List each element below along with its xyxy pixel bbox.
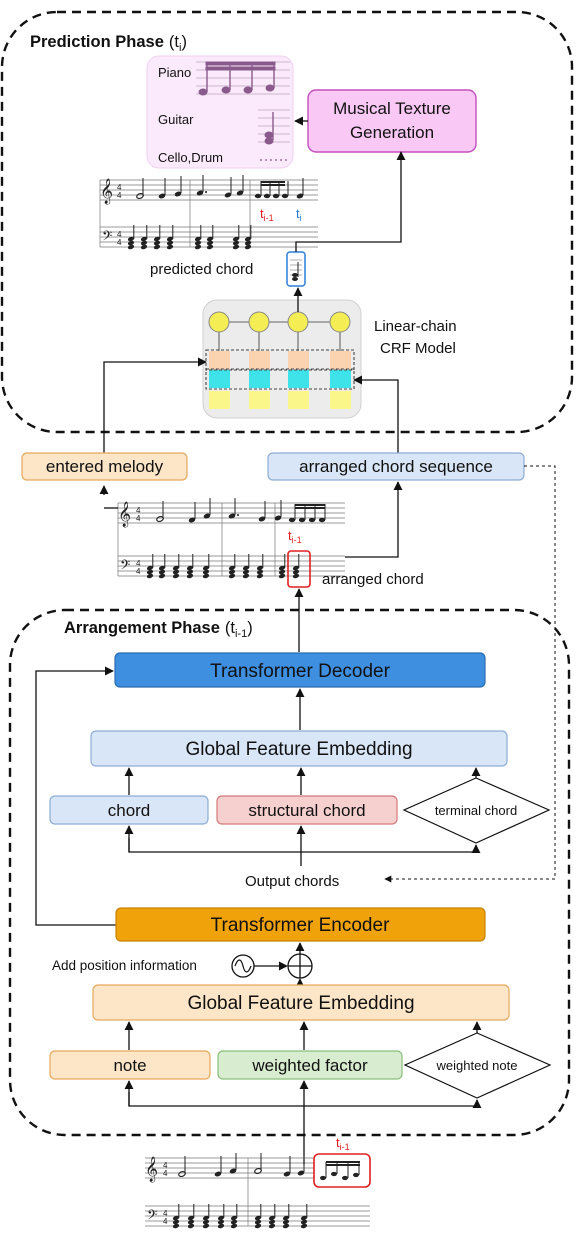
bottom-score-highlight bbox=[313, 1153, 371, 1188]
top-score-label-prev: ti-1 bbox=[260, 206, 274, 223]
structural-chord-box: structural chord bbox=[216, 795, 398, 825]
decoder-gfe-label: Global Feature Embedding bbox=[185, 739, 412, 760]
crf-label-line1: Linear-chain bbox=[374, 318, 457, 335]
chord-box: chord bbox=[49, 795, 209, 825]
guitar-staff bbox=[258, 109, 290, 143]
texture-panel: Piano Guitar Cello,Drum bbox=[146, 55, 294, 169]
transformer-decoder-box: Transformer Decoder bbox=[114, 652, 486, 688]
weighted-note-diamond: weighted note bbox=[403, 1032, 552, 1099]
instrument-label-cello-drum: Cello,Drum bbox=[158, 150, 223, 165]
plus-circle-icon bbox=[287, 953, 313, 979]
arranged-chord-sequence-label: arranged chord sequence bbox=[299, 457, 493, 476]
transformer-encoder-label: Transformer Encoder bbox=[211, 915, 390, 936]
sine-wave-icon bbox=[231, 954, 255, 978]
svg-text:4: 4 bbox=[117, 191, 122, 200]
arrangement-phase-title: Arrangement Phase(ti-1) bbox=[64, 619, 253, 640]
svg-text:4: 4 bbox=[117, 230, 122, 239]
predicted-chord-label: predicted chord bbox=[150, 261, 253, 278]
svg-text:𝄞: 𝄞 bbox=[100, 178, 113, 204]
bottom-score-label: ti-1 bbox=[336, 1135, 350, 1152]
arrow-chord-to-texture bbox=[295, 151, 406, 252]
entered-melody-label: entered melody bbox=[46, 457, 164, 476]
encoder-global-feature-embedding-box: Global Feature Embedding bbox=[92, 984, 510, 1021]
transformer-encoder-box: Transformer Encoder bbox=[115, 907, 486, 942]
svg-text:𝄞: 𝄞 bbox=[145, 1156, 158, 1182]
svg-text:4: 4 bbox=[163, 1217, 168, 1226]
transformer-decoder-label: Transformer Decoder bbox=[210, 661, 391, 682]
svg-text:4: 4 bbox=[163, 1161, 168, 1170]
arrow-melody-to-crf bbox=[103, 357, 207, 453]
predicted-chord-box bbox=[286, 251, 306, 287]
encoder-gfe-label: Global Feature Embedding bbox=[187, 993, 414, 1014]
weighted-factor-label: weighted factor bbox=[251, 1056, 368, 1075]
weighted-note-label: weighted note bbox=[436, 1058, 518, 1073]
bottom-score: 𝄞 44 𝄢 44 ti-1 bbox=[145, 1135, 371, 1230]
arrangement-phase-frame bbox=[8, 608, 571, 1137]
mid-score: 𝄞 44 𝄢 44 ti-1 bbox=[117, 497, 345, 588]
svg-text:4: 4 bbox=[136, 559, 141, 568]
mid-score-label: ti-1 bbox=[288, 528, 302, 545]
terminal-chord-diamond: terminal chord bbox=[402, 777, 551, 844]
arranged-chord-label: arranged chord bbox=[322, 571, 424, 588]
output-chords-label: Output chords bbox=[245, 873, 339, 890]
arrow-chord-to-sequence bbox=[345, 481, 403, 558]
arrow-encoder-to-decoder bbox=[35, 666, 116, 926]
decoder-input-bus bbox=[128, 838, 477, 853]
arrow-chordseq-to-crf bbox=[353, 375, 399, 453]
guitar-note bbox=[264, 112, 274, 145]
svg-text:4: 4 bbox=[136, 514, 141, 523]
entered-melody-box: entered melody bbox=[21, 452, 188, 481]
musical-texture-line1: Musical Texture bbox=[333, 99, 451, 118]
piano-notes bbox=[198, 61, 276, 96]
svg-text:4: 4 bbox=[136, 567, 141, 576]
svg-text:4: 4 bbox=[117, 183, 122, 192]
instrument-label-piano: Piano bbox=[158, 65, 191, 80]
svg-text:𝄢: 𝄢 bbox=[147, 1209, 157, 1226]
decoder-global-feature-embedding-box: Global Feature Embedding bbox=[90, 730, 508, 767]
svg-text:4: 4 bbox=[117, 238, 122, 247]
svg-text:𝄢: 𝄢 bbox=[102, 230, 112, 247]
svg-text:4: 4 bbox=[163, 1209, 168, 1218]
dotted-feedback-arrow bbox=[384, 465, 556, 883]
encoder-input-bus bbox=[128, 1092, 478, 1107]
terminal-chord-label: terminal chord bbox=[435, 803, 517, 818]
svg-text:𝄞: 𝄞 bbox=[118, 501, 131, 527]
arrangement-title-mask bbox=[58, 612, 290, 640]
prediction-phase-frame bbox=[0, 10, 574, 434]
chord-label: chord bbox=[108, 801, 151, 820]
svg-text:𝄢: 𝄢 bbox=[120, 559, 130, 576]
prediction-phase-title: Prediction Phase(ti) bbox=[30, 33, 187, 54]
structural-chord-label: structural chord bbox=[248, 801, 365, 820]
crf-label-line2: CRF Model bbox=[380, 340, 456, 357]
top-score: 𝄞 44 𝄢 44 ti-1 ti bbox=[99, 174, 318, 251]
add-position-information-label: Add position information bbox=[52, 958, 197, 973]
top-score-label-curr: ti bbox=[296, 206, 302, 223]
instrument-label-guitar: Guitar bbox=[158, 112, 194, 127]
arranged-chord-highlight bbox=[287, 550, 311, 588]
svg-text:4: 4 bbox=[136, 506, 141, 515]
arranged-chord-sequence-box: arranged chord sequence bbox=[267, 452, 525, 481]
crf-model bbox=[202, 299, 362, 419]
svg-text:4: 4 bbox=[163, 1169, 168, 1178]
weighted-factor-box: weighted factor bbox=[217, 1050, 403, 1080]
musical-texture-line2: Generation bbox=[350, 123, 434, 142]
note-label: note bbox=[113, 1056, 146, 1075]
musical-texture-generation-box: Musical Texture Generation bbox=[307, 89, 477, 153]
note-box: note bbox=[49, 1050, 211, 1080]
